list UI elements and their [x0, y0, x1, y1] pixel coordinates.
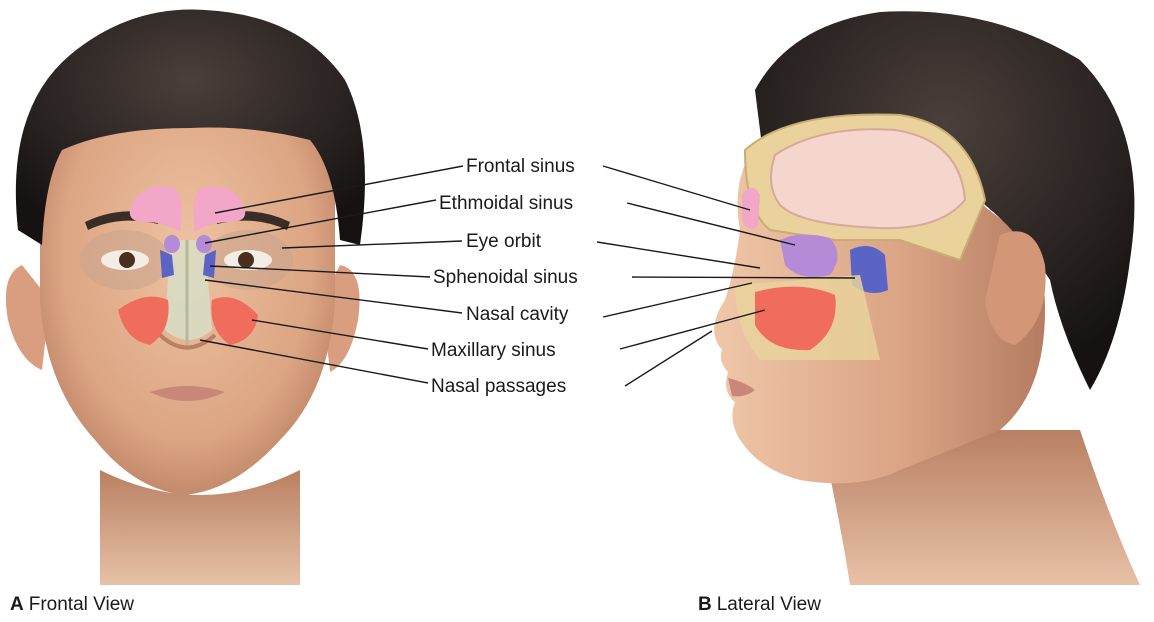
- leader-nasal-passages-right: [625, 331, 712, 386]
- label-maxillary-sinus: Maxillary sinus: [431, 340, 556, 361]
- label-nasal-cavity: Nasal cavity: [466, 304, 569, 325]
- label-sphenoidal-sinus: Sphenoidal sinus: [433, 267, 578, 288]
- brain: [771, 129, 965, 228]
- label-eye-orbit: Eye orbit: [466, 231, 542, 252]
- lateral-head: [714, 11, 1140, 585]
- ethmoidal-sinus-left: [164, 235, 180, 253]
- left-iris: [119, 252, 135, 268]
- label-nasal-passages: Nasal passages: [431, 376, 566, 397]
- caption-a-text: Frontal View: [29, 594, 134, 615]
- leader-eye-orbit-right: [597, 242, 760, 268]
- frontal-head: [6, 10, 365, 585]
- label-frontal-sinus: Frontal sinus: [466, 156, 575, 177]
- caption-a-letter: A: [10, 594, 24, 615]
- labels: Frontal sinus Ethmoidal sinus Eye orbit …: [431, 156, 578, 397]
- leader-frontal-right: [603, 166, 750, 210]
- caption-b-letter: B: [698, 594, 712, 615]
- right-iris: [238, 252, 254, 268]
- caption-b-text: Lateral View: [717, 594, 821, 615]
- label-ethmoidal-sinus: Ethmoidal sinus: [439, 193, 573, 214]
- ethmoidal-sinus-right: [196, 235, 212, 253]
